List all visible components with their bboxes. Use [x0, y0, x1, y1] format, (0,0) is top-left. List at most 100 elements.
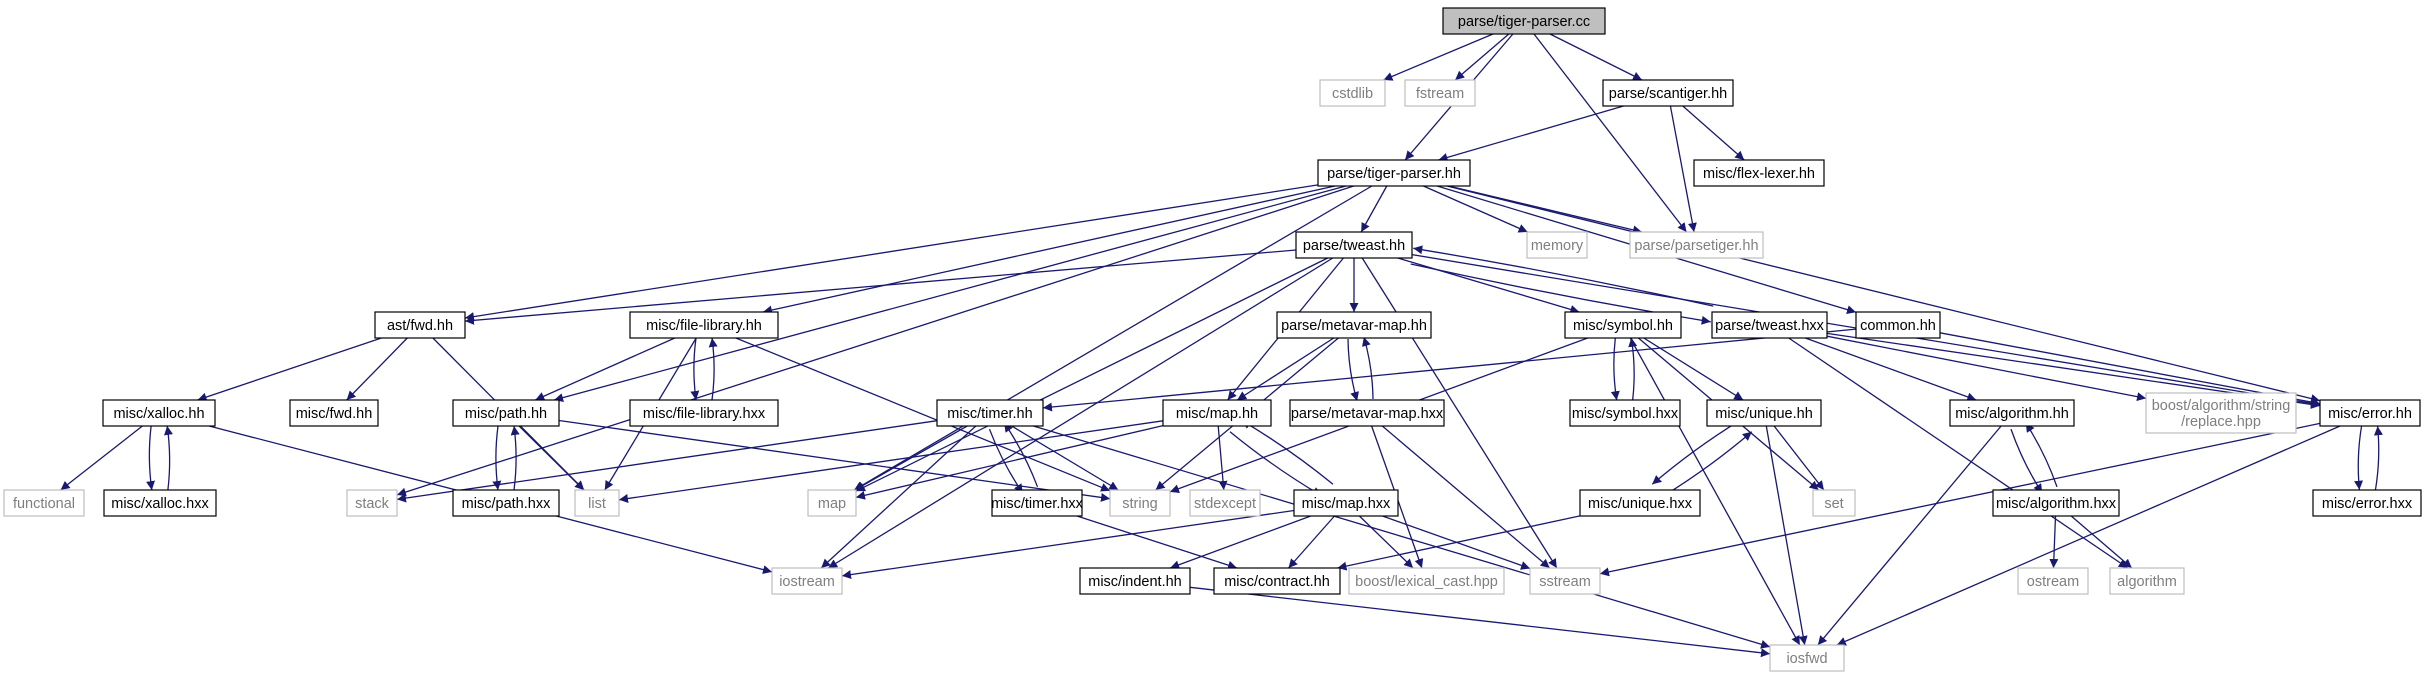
- edge-metavar-to-map: [1236, 337, 1335, 401]
- node-root[interactable]: parse/tiger-parser.cc: [1442, 7, 1606, 35]
- node-box-algorithmhxx: [1992, 489, 2120, 517]
- node-label-line: parse/metavar-map.hxx: [1291, 406, 1444, 422]
- node-label-errorhxx: misc/error.hxx: [2322, 496, 2413, 512]
- node-box-path: [452, 399, 560, 427]
- node-error[interactable]: misc/error.hh: [2319, 399, 2421, 427]
- node-label-functional: functional: [13, 496, 75, 512]
- node-box-set: [1812, 489, 1856, 517]
- node-label-line: ast/fwd.hh: [387, 318, 453, 334]
- node-label-sstream: sstream: [1539, 574, 1591, 590]
- edge-tigerparser-to-tweast: [1360, 185, 1388, 233]
- edge-root-to-scantiger: [1549, 33, 1643, 81]
- node-iostream: iostream: [771, 567, 843, 595]
- edge-tweast-to-mapstd: [855, 257, 1328, 492]
- node-box-metavarhxx: [1289, 399, 1445, 427]
- node-errorhxx[interactable]: misc/error.hxx: [2312, 489, 2422, 517]
- node-label-symbol: misc/symbol.hh: [1573, 318, 1673, 334]
- node-label-path: misc/path.hh: [465, 406, 547, 422]
- node-label-line: misc/symbol.hh: [1573, 318, 1673, 334]
- edge-xalloc-to-xallochxx: [146, 426, 156, 491]
- node-label-indent: misc/indent.hh: [1088, 574, 1182, 590]
- edge-tigerparser-to-path: [553, 185, 1347, 402]
- node-algorithm[interactable]: misc/algorithm.hh: [1949, 399, 2075, 427]
- edge-xalloc-to-functional: [60, 425, 143, 491]
- node-list: list: [574, 489, 620, 517]
- edge-symbol-to-symbolhxx: [1610, 338, 1620, 401]
- node-xalloc[interactable]: misc/xalloc.hh: [102, 399, 216, 427]
- node-label-line: misc/fwd.hh: [296, 406, 373, 422]
- edge-symbol-to-unique: [1643, 337, 1744, 401]
- node-label-miscfwd: misc/fwd.hh: [296, 406, 373, 422]
- node-label-line: boost/algorithm/string: [2152, 398, 2291, 414]
- node-label-line: misc/map.hh: [1176, 406, 1258, 422]
- node-common[interactable]: common.hh: [1855, 311, 1941, 339]
- node-pathhxx[interactable]: misc/path.hxx: [452, 489, 560, 517]
- node-label-line: set: [1824, 496, 1843, 512]
- node-astfwd[interactable]: ast/fwd.hh: [374, 311, 466, 339]
- node-timer[interactable]: misc/timer.hh: [936, 399, 1044, 427]
- node-indent[interactable]: misc/indent.hh: [1079, 567, 1191, 595]
- node-algorithmhxx[interactable]: misc/algorithm.hxx: [1992, 489, 2120, 517]
- node-box-error: [2319, 399, 2421, 427]
- edge-layer: [60, 33, 2383, 658]
- node-label-timer: misc/timer.hh: [947, 406, 1032, 422]
- node-label-root: parse/tiger-parser.cc: [1458, 14, 1590, 30]
- node-label-line: misc/algorithm.hxx: [1996, 496, 2117, 512]
- edge-uniquehxx-to-contract: [1337, 515, 1581, 571]
- edge-filelib-to-path: [535, 337, 676, 401]
- node-xallochxx[interactable]: misc/xalloc.hxx: [103, 489, 217, 517]
- node-path[interactable]: misc/path.hh: [452, 399, 560, 427]
- node-box-indent: [1079, 567, 1191, 595]
- node-label-stdexcept: stdexcept: [1194, 496, 1256, 512]
- node-tweasthxx[interactable]: parse/tweast.hxx: [1711, 311, 1828, 339]
- node-map[interactable]: misc/map.hh: [1162, 399, 1272, 427]
- node-filelib[interactable]: misc/file-library.hh: [629, 311, 779, 339]
- node-label-lexicalcast: boost/lexical_cast.hpp: [1355, 574, 1498, 590]
- node-label-set: set: [1824, 496, 1843, 512]
- node-symbol[interactable]: misc/symbol.hh: [1564, 311, 1682, 339]
- node-label-line: fstream: [1416, 86, 1464, 102]
- node-contract[interactable]: misc/contract.hh: [1213, 567, 1341, 595]
- node-tigerparser[interactable]: parse/tiger-parser.hh: [1317, 159, 1471, 187]
- node-timerhxx[interactable]: misc/timer.hxx: [991, 489, 1084, 517]
- edge-maphxx-to-contract: [1288, 515, 1335, 569]
- node-label-error: misc/error.hh: [2328, 406, 2412, 422]
- node-symbolhxx[interactable]: misc/symbol.hxx: [1569, 399, 1681, 427]
- node-box-lexicalcast: [1348, 567, 1505, 595]
- node-label-xallochxx: misc/xalloc.hxx: [111, 496, 209, 512]
- node-miscfwd[interactable]: misc/fwd.hh: [289, 399, 379, 427]
- node-metavarhxx[interactable]: parse/metavar-map.hxx: [1289, 399, 1445, 427]
- node-uniquehxx[interactable]: misc/unique.hxx: [1579, 489, 1701, 517]
- node-fstream: fstream: [1404, 79, 1476, 107]
- node-tweast[interactable]: parse/tweast.hh: [1295, 231, 1413, 259]
- edge-algorithm-to-iosfwd: [1817, 425, 2002, 646]
- node-label-pathhxx: misc/path.hxx: [462, 496, 551, 512]
- node-label-metavar: parse/metavar-map.hh: [1281, 318, 1427, 334]
- node-label-uniquehxx: misc/unique.hxx: [1588, 496, 1693, 512]
- node-filelibhxx[interactable]: misc/file-library.hxx: [629, 399, 779, 427]
- node-maphxx[interactable]: misc/map.hxx: [1293, 489, 1399, 517]
- node-label-boostreplace: boost/algorithm/string/replace.hpp: [2152, 398, 2291, 430]
- node-scantiger[interactable]: parse/scantiger.hh: [1602, 79, 1734, 107]
- node-cstdlib: cstdlib: [1319, 79, 1386, 107]
- node-flexlexer[interactable]: misc/flex-lexer.hh: [1693, 159, 1825, 187]
- node-label-line: misc/unique.hh: [1715, 406, 1813, 422]
- node-label-iostream: iostream: [779, 574, 835, 590]
- node-label-line: parse/tweast.hh: [1303, 238, 1405, 254]
- node-label-line: parse/tiger-parser.hh: [1327, 166, 1461, 182]
- node-box-timer: [936, 399, 1044, 427]
- node-box-common: [1855, 311, 1941, 339]
- node-unique[interactable]: misc/unique.hh: [1706, 399, 1822, 427]
- node-box-stack: [346, 489, 398, 517]
- node-label-line: functional: [13, 496, 75, 512]
- node-label-line: misc/path.hxx: [462, 496, 551, 512]
- node-layer: parse/tiger-parser.cc cstdlib fstream parse…: [3, 7, 2422, 672]
- edge-tigerparser-to-memory: [1423, 185, 1528, 233]
- node-label-contract: misc/contract.hh: [1224, 574, 1330, 590]
- node-label-line: misc/timer.hh: [947, 406, 1032, 422]
- node-metavar[interactable]: parse/metavar-map.hh: [1276, 311, 1432, 339]
- node-box-metavar: [1276, 311, 1432, 339]
- node-set: set: [1812, 489, 1856, 517]
- node-box-memory: [1526, 231, 1588, 259]
- node-label-line: parse/tiger-parser.cc: [1458, 14, 1590, 30]
